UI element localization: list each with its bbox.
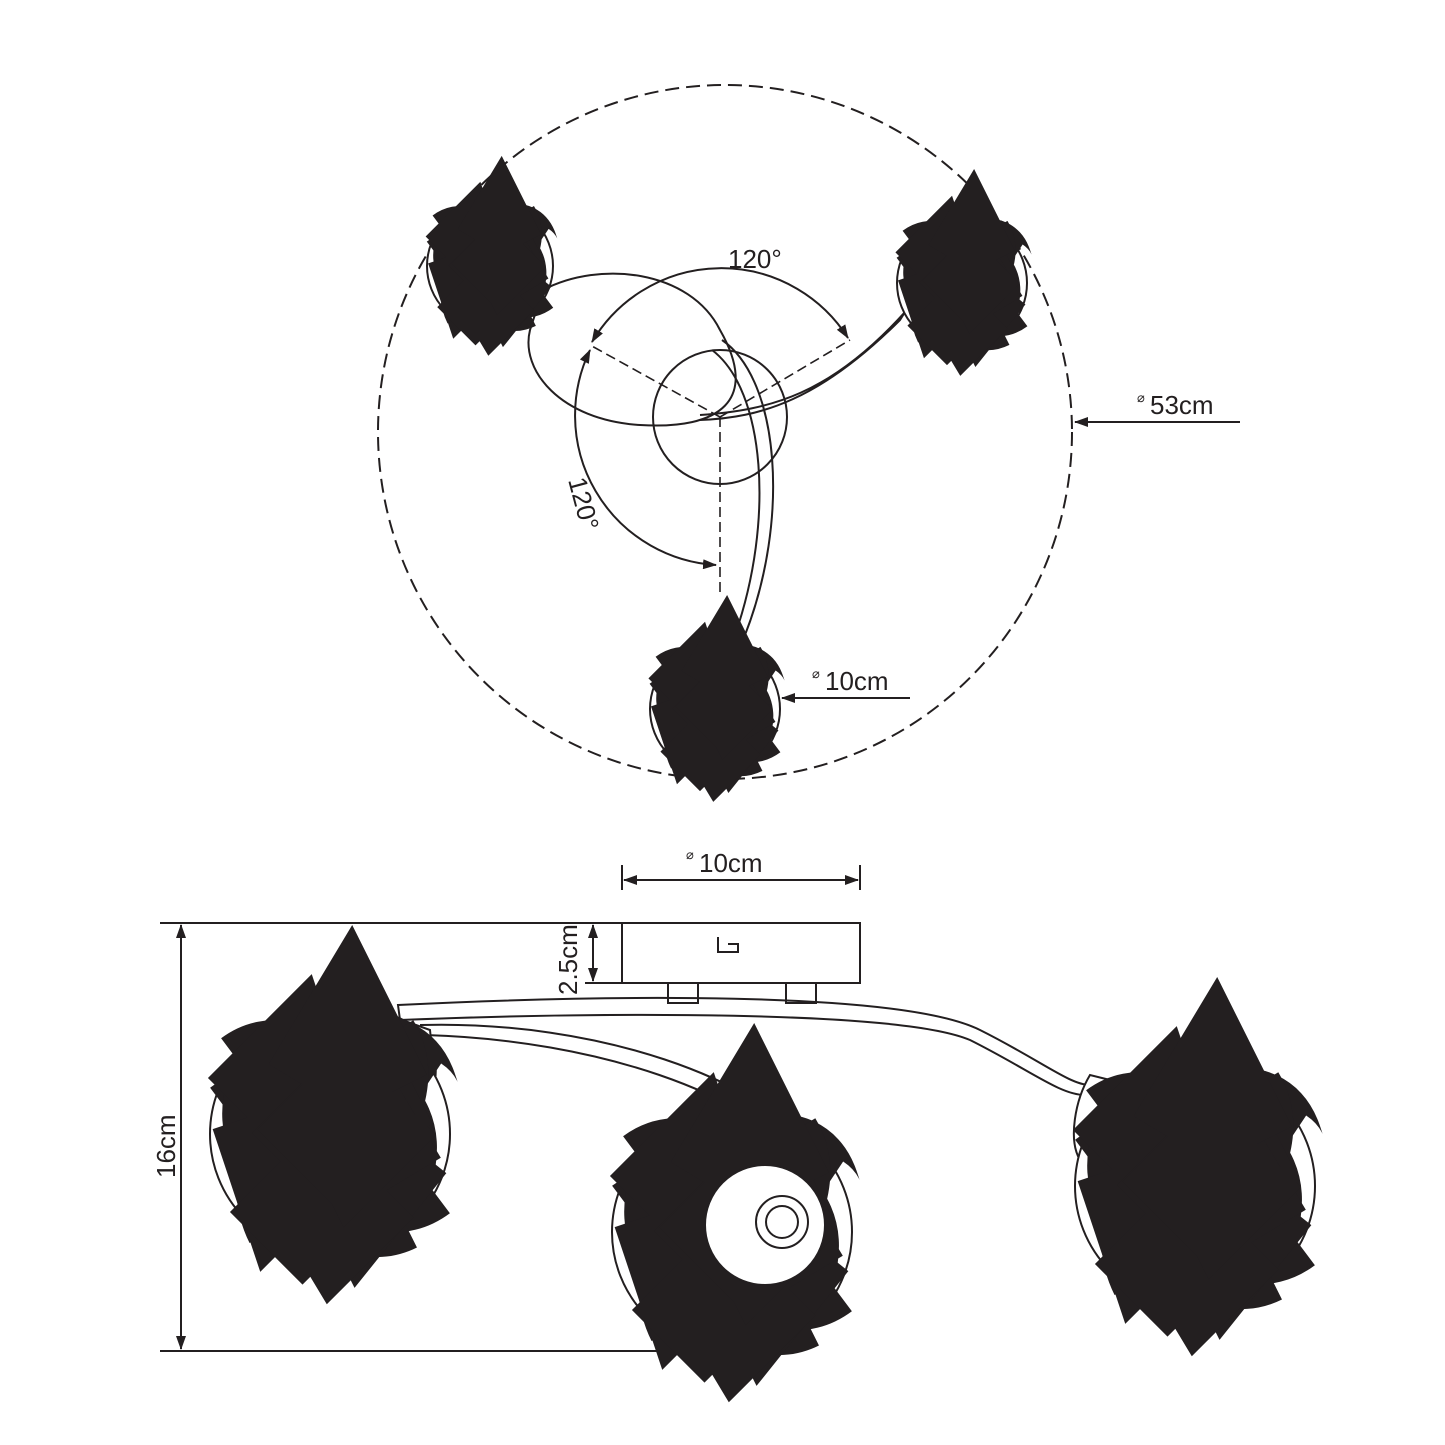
side-view: ⌀ 10cm 2.5cm 16cm [151,847,1315,1352]
canopy-post-right [785,982,817,1004]
canopy-height-label: 2.5cm [553,924,583,995]
arm-left [527,272,737,427]
angle-upper-label: 120° [728,244,782,274]
canopy-mark-icon [717,937,739,953]
arm-right [699,311,906,421]
angle-line-right [719,339,851,418]
overall-outline [377,84,1073,780]
angle-lower-label: 120° [562,474,605,534]
angle-arc-upper [591,267,849,343]
side-shade-left [210,1012,450,1254]
angle-line-left [589,344,721,418]
shade-diameter-symbol: ⌀ [812,666,820,681]
shade-top-right [897,218,1027,348]
side-shade-middle [612,1112,852,1352]
shade-top-left [427,203,553,329]
overall-diameter-label: 53cm [1150,390,1214,420]
overall-diameter-symbol: ⌀ [1137,390,1145,405]
total-height-label: 16cm [151,1114,181,1178]
shade-bottom [650,644,780,774]
canopy-post-left [667,982,699,1004]
canopy-side [621,922,861,984]
side-shade-right [1074,1066,1315,1306]
canopy-diameter-symbol: ⌀ [686,847,694,862]
shade-diameter-label: 10cm [825,666,889,696]
canopy-diameter-label: 10cm [699,848,763,878]
top-view: 120° 120° ⌀ 53cm ⌀ 10cm [377,84,1240,780]
angle-arc-lower [574,349,717,570]
arm-bottom [711,339,775,636]
